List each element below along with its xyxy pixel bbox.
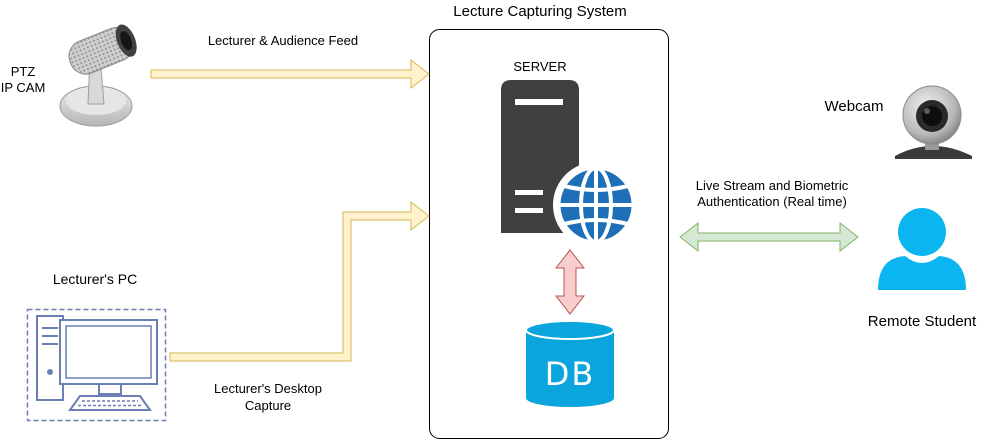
- db-label: DB: [545, 355, 596, 393]
- desktop-pc-icon: [26, 308, 167, 422]
- webcam-icon: [895, 85, 972, 159]
- globe-icon: [553, 162, 639, 248]
- feed-arrow: [150, 58, 430, 90]
- live-stream-connector: Live Stream and Biometric Authentication…: [679, 178, 859, 253]
- server-node: SERVER: [501, 59, 639, 248]
- desktop-capture-connector: Lecturer's Desktop Capture: [169, 200, 430, 413]
- ptz-label-line2: IP CAM: [1, 80, 46, 95]
- desktop-label-line1: Lecturer's Desktop: [214, 381, 322, 396]
- feed-label: Lecturer & Audience Feed: [208, 33, 358, 48]
- lecturer-pc-node: Lecturer's PC: [26, 271, 167, 422]
- remote-student-node: Remote Student: [868, 208, 977, 330]
- webcam-label: Webcam: [825, 98, 884, 115]
- live-label-line2: Authentication (Real time): [697, 194, 847, 209]
- ptz-label-line1: PTZ: [11, 64, 36, 79]
- desktop-label-line2: Capture: [245, 398, 291, 413]
- database-node: DB: [525, 320, 615, 407]
- server-db-double-arrow: [554, 249, 586, 315]
- webcam-node: Webcam: [825, 85, 972, 159]
- live-stream-double-arrow: [679, 221, 859, 253]
- pc-label: Lecturer's PC: [53, 271, 137, 287]
- database-icon: [525, 320, 615, 407]
- desktop-capture-arrow: [169, 200, 430, 362]
- ptz-camera-node: PTZ IP CAM: [1, 24, 137, 127]
- live-label-line1: Live Stream and Biometric: [696, 178, 849, 193]
- lecturer-audience-feed-connector: Lecturer & Audience Feed: [150, 33, 430, 90]
- student-label: Remote Student: [868, 313, 977, 330]
- user-icon: [878, 208, 966, 290]
- server-label: SERVER: [513, 59, 566, 74]
- system-title: Lecture Capturing System: [453, 3, 626, 20]
- ptz-camera-icon: [59, 24, 137, 127]
